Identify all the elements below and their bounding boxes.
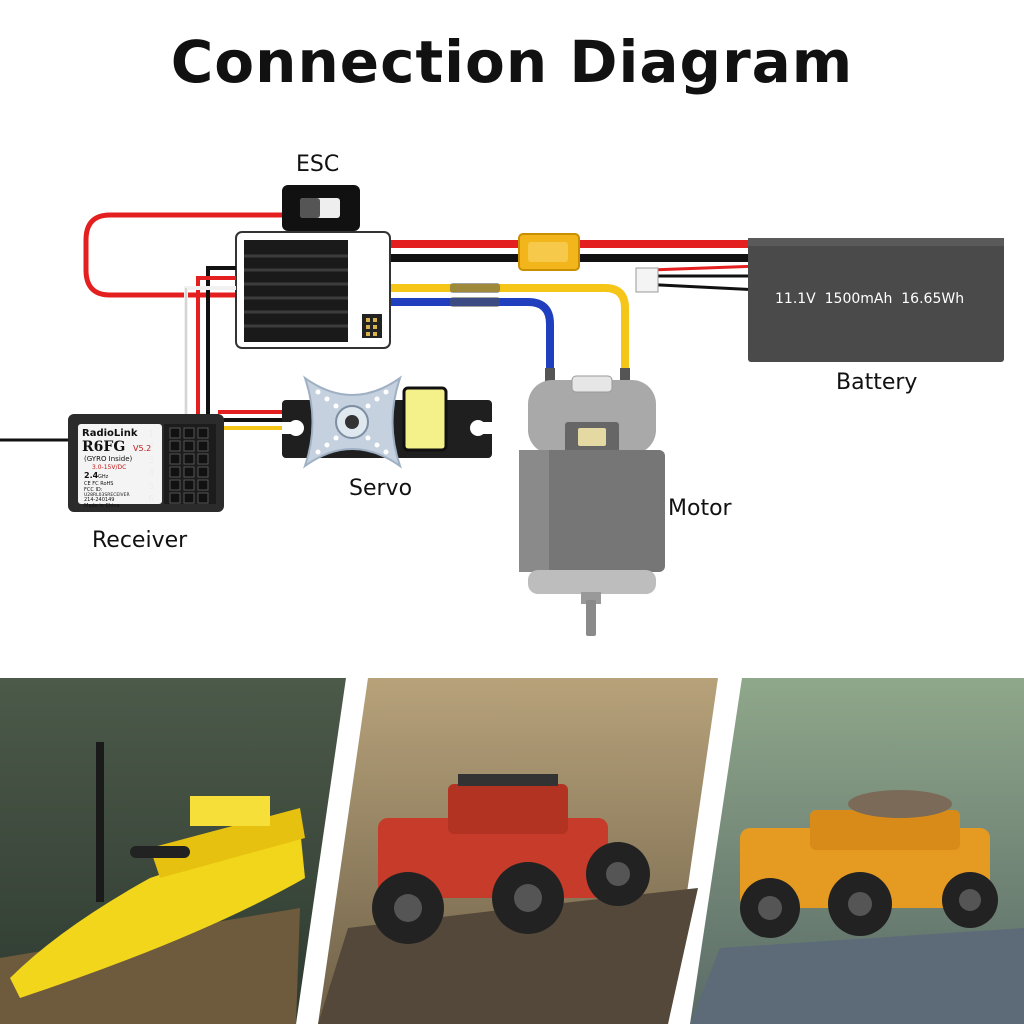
battery-label: Battery [836, 370, 918, 395]
xt60-connector [518, 233, 580, 271]
page-title: Connection Diagram [170, 28, 854, 96]
esc-label: ESC [296, 152, 340, 177]
receiver-fcc-id: U28RL03SRECEIVER [84, 492, 130, 498]
receiver-version: V5.2 [133, 444, 151, 453]
receiver-origin: Made in China [84, 503, 120, 509]
channel-number: 2 [148, 442, 154, 453]
motor-label: Motor [668, 496, 732, 521]
connection-diagram: RadioLink R6FG V5.2 (GYRO Inside) 3.0-15… [0, 185, 1004, 636]
balance-connector [635, 267, 659, 293]
receiver-label: Receiver [92, 528, 188, 553]
esc-body [235, 231, 391, 349]
esc-receiver-lead [184, 266, 236, 430]
receiver-model: R6FG [82, 439, 125, 455]
channel-number: 3 [148, 455, 154, 466]
esc-switch-wire [83, 212, 282, 298]
receiver-body [68, 414, 224, 512]
motor-blue-wire [342, 298, 554, 372]
photo-red-crawler [318, 678, 718, 1024]
receiver-certs: CE FC RoHS [84, 481, 113, 487]
receiver-voltage: 3.0-15V/DC [92, 464, 126, 471]
channel-number: 5 [148, 481, 154, 492]
battery-spec: 11.1V 1500mAh 16.65Wh [775, 291, 964, 307]
channel-number: 4 [148, 468, 154, 479]
receiver-channel-numbers: 1 2 3 4 5 6 [148, 429, 154, 505]
receiver-label-text: RadioLink R6FG V5.2 (GYRO Inside) 3.0-15… [82, 428, 151, 509]
receiver-fcc: FCC ID: [84, 487, 103, 493]
receiver-band: 2.4 [84, 471, 99, 480]
battery-body [748, 238, 1004, 362]
receiver-ic: 214-240149 [84, 497, 114, 503]
balance-lead-red [649, 264, 761, 272]
receiver-brand: RadioLink [82, 428, 138, 439]
photo-bait-boat [0, 678, 350, 1024]
channel-number: 6 [148, 494, 154, 505]
esc-switch [282, 185, 360, 231]
servo-horn [303, 375, 402, 469]
receiver-band-unit: GHz [98, 474, 109, 480]
channel-number: 1 [148, 429, 154, 440]
photo-orange-suv [690, 678, 1024, 1024]
motor-body [519, 368, 665, 636]
receiver-gyro: (GYRO Inside) [84, 455, 133, 463]
motor-yellow-wire [342, 284, 629, 372]
servo-label: Servo [349, 476, 413, 501]
balance-leads [639, 274, 761, 292]
